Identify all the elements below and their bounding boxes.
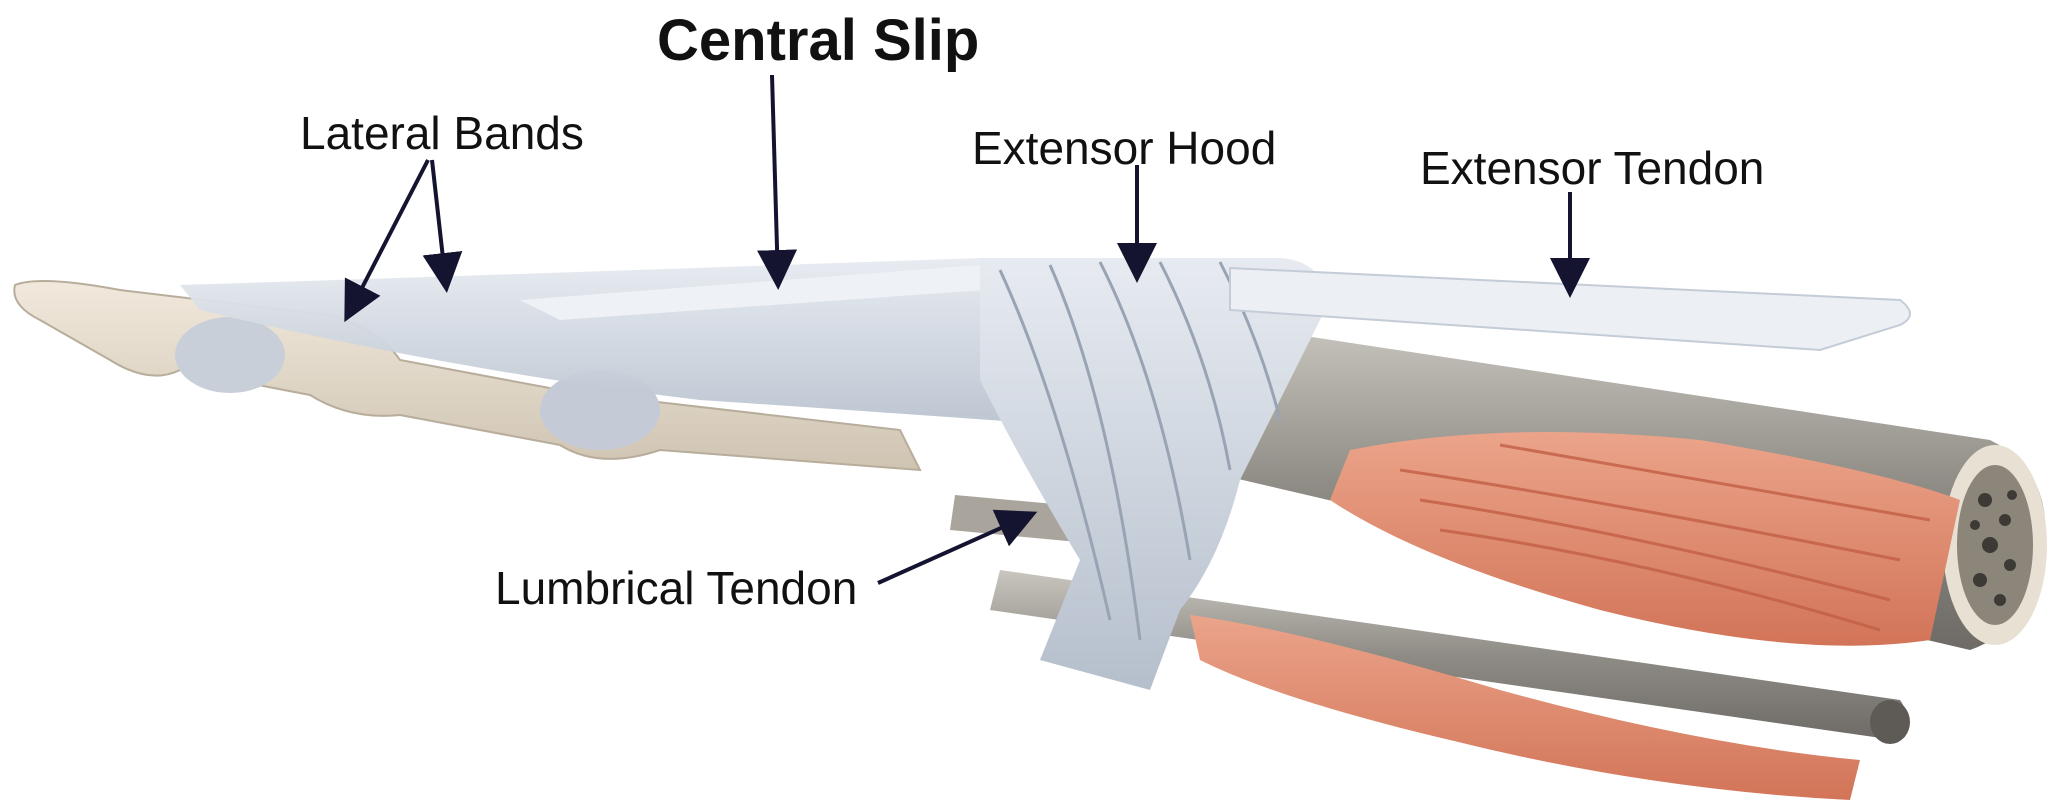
- label-extensor-tendon: Extensor Tendon: [1420, 145, 1764, 191]
- label-extensor-hood: Extensor Hood: [972, 125, 1276, 171]
- arrow-lateral-band-2: [432, 160, 446, 285]
- label-central-slip: Central Slip: [657, 12, 979, 70]
- label-lumbrical-tendon: Lumbrical Tendon: [495, 565, 857, 611]
- label-lateral-bands: Lateral Bands: [300, 110, 584, 156]
- arrow-central-slip: [772, 75, 778, 282]
